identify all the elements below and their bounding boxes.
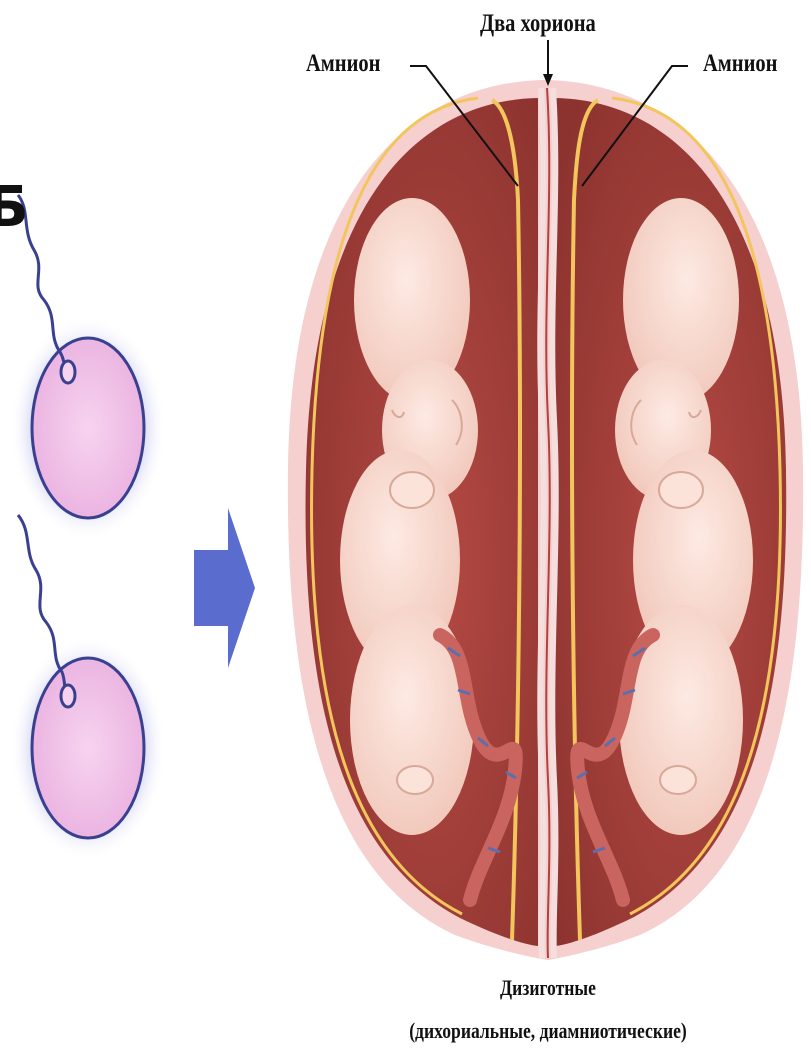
label-amnion-right: Амнион <box>703 50 777 78</box>
egg-cell-icon <box>10 316 166 540</box>
label-amnion-left: Амнион <box>306 50 380 78</box>
edge-letter: Б <box>0 180 29 236</box>
egg-cell-icon <box>10 636 166 860</box>
caption-main: Дизиготные <box>468 975 628 1001</box>
chorion-divider <box>540 88 543 958</box>
arrow-right-icon <box>194 508 255 668</box>
label-two-chorions: Два хориона <box>480 10 596 38</box>
caption-sub: (дихориальные, диамниотические) <box>388 1018 708 1044</box>
